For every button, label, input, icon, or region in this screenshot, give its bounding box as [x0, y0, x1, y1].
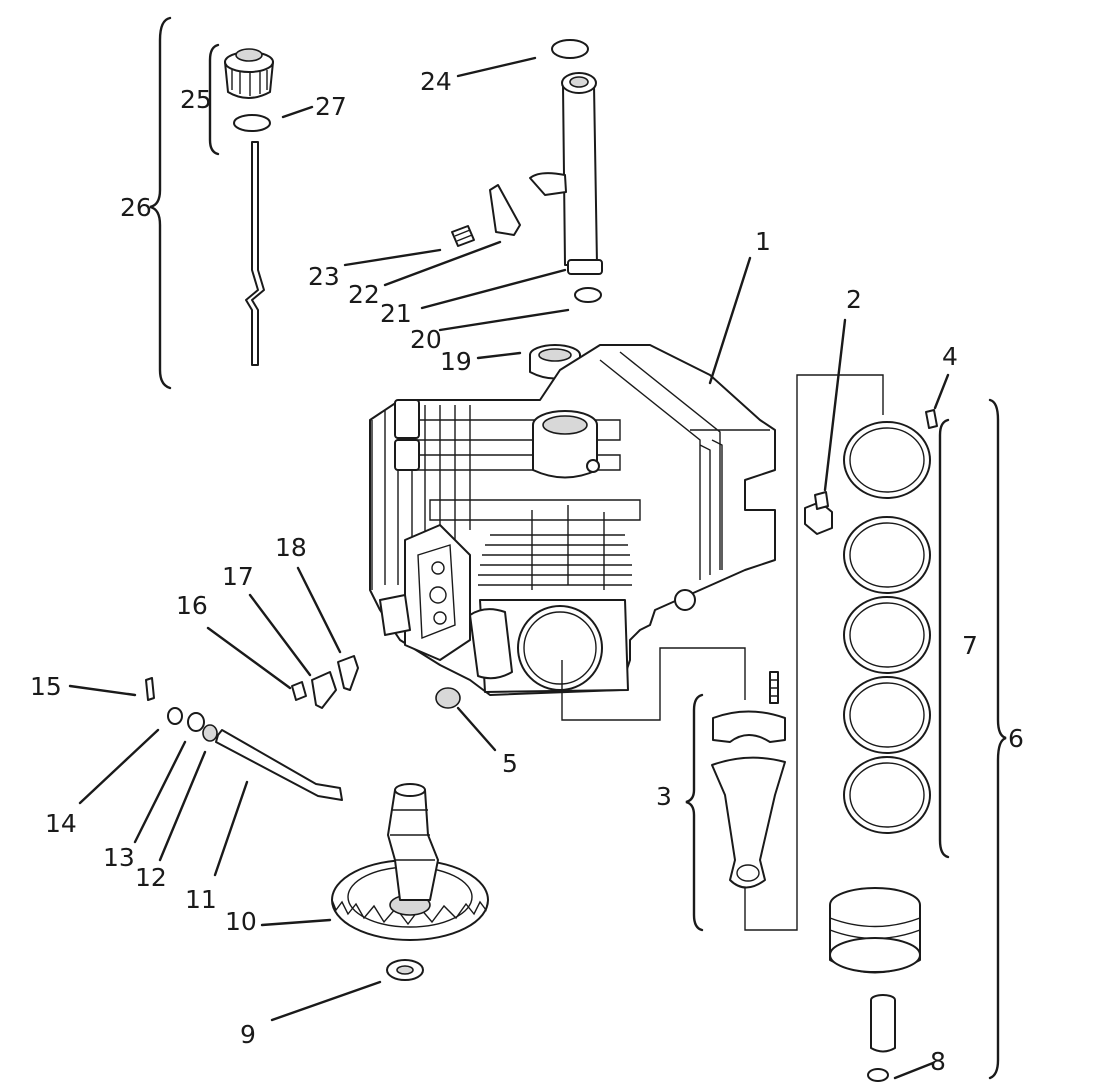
leader-14 — [78, 728, 160, 805]
leader-18 — [296, 566, 342, 654]
callout-1: 1 — [755, 227, 771, 256]
leader-9 — [270, 980, 382, 1022]
leader-20 — [438, 308, 570, 332]
tube-o-ring-top — [551, 39, 589, 59]
dipstick-cap — [224, 48, 274, 99]
callout-14: 14 — [45, 809, 77, 838]
leader-21 — [420, 268, 567, 310]
washer-14 — [167, 707, 183, 725]
leader-23 — [343, 248, 442, 267]
leader-8 — [893, 1061, 935, 1080]
callout-5: 5 — [502, 749, 518, 778]
bracket-26 — [149, 16, 172, 390]
callout-9: 9 — [240, 1020, 256, 1049]
leader-27 — [281, 105, 314, 119]
fitting-2 — [804, 491, 833, 535]
lever-17 — [311, 671, 337, 709]
leader-17 — [248, 593, 312, 677]
callout-10: 10 — [225, 907, 257, 936]
crankcase — [369, 344, 776, 696]
camshaft — [331, 783, 489, 941]
callout-21: 21 — [380, 299, 412, 328]
washer-13 — [187, 712, 205, 732]
callout-23: 23 — [308, 262, 340, 291]
retainer-8 — [867, 1068, 889, 1082]
governor-linkage — [145, 655, 359, 801]
callout-11: 11 — [185, 885, 217, 914]
callout-20: 20 — [410, 325, 442, 354]
leader-22 — [383, 240, 502, 287]
callout-8: 8 — [930, 1047, 946, 1076]
plug-5 — [435, 687, 461, 709]
callout-12: 12 — [135, 863, 167, 892]
callout-27: 27 — [315, 92, 347, 121]
washer-12 — [202, 724, 218, 742]
leader-13 — [133, 740, 187, 844]
bracket-7 — [938, 418, 950, 859]
bracket-cylinder-to-rod — [561, 647, 746, 721]
leader-2 — [823, 318, 847, 492]
screw-23 — [451, 225, 475, 247]
callout-7: 7 — [962, 631, 978, 660]
callout-13: 13 — [103, 843, 135, 872]
nut-16 — [291, 681, 307, 701]
callout-4: 4 — [942, 342, 958, 371]
washer-9 — [386, 959, 424, 981]
callout-18: 18 — [275, 533, 307, 562]
callout-22: 22 — [348, 280, 380, 309]
leader-1 — [708, 256, 752, 385]
leader-16 — [206, 626, 292, 690]
dipstick-tube — [562, 84, 598, 266]
leader-4 — [933, 373, 950, 410]
callout-26: 26 — [120, 193, 152, 222]
bracket-3 — [685, 693, 704, 932]
leader-5 — [456, 706, 497, 752]
clip-18 — [337, 655, 359, 691]
pin-4 — [925, 409, 938, 429]
cotter-15 — [145, 677, 155, 701]
leader-10 — [260, 918, 332, 927]
callout-17: 17 — [222, 562, 254, 591]
leader-11 — [213, 780, 249, 877]
dipstick-rod — [245, 141, 265, 366]
bracket-rod-to-rings — [744, 374, 884, 931]
callout-2: 2 — [846, 285, 862, 314]
leader-12 — [158, 750, 207, 862]
dipstick-tube-assembly — [451, 39, 603, 380]
bracket-6 — [988, 398, 1007, 1080]
callout-16: 16 — [176, 591, 208, 620]
piston — [829, 887, 921, 974]
callout-labels: 1 2 3 4 5 6 7 8 9 10 11 12 13 14 15 16 1… — [30, 67, 1024, 1076]
bracket-22 — [489, 184, 521, 236]
callout-19: 19 — [440, 347, 472, 376]
tube-bracket — [529, 172, 567, 196]
piston-pin — [870, 994, 896, 1053]
connecting-rod — [685, 671, 786, 932]
callout-3: 3 — [656, 782, 672, 811]
shaft-11 — [215, 729, 343, 801]
leader-24 — [456, 56, 537, 78]
callout-24: 24 — [420, 67, 452, 96]
leader-19 — [476, 351, 522, 360]
callout-25: 25 — [180, 85, 212, 114]
leader-15 — [68, 684, 137, 697]
callout-6: 6 — [1008, 724, 1024, 753]
dipstick-o-ring — [233, 114, 271, 132]
tube-o-ring-bottom — [574, 287, 602, 303]
callout-15: 15 — [30, 672, 62, 701]
piston-rings — [843, 421, 931, 834]
bracket-25 — [208, 43, 220, 156]
dipstick-assembly — [149, 16, 274, 390]
leader-lines — [68, 56, 950, 1080]
